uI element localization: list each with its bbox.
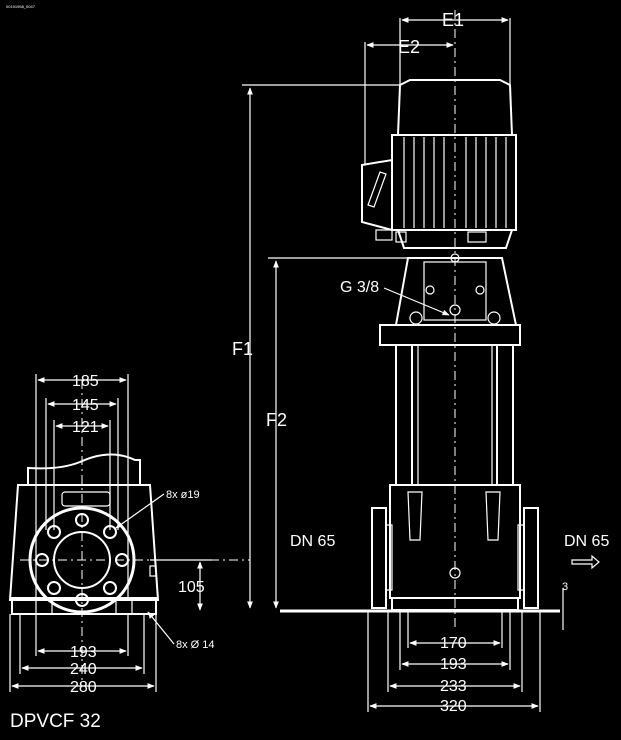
label-port-in: DN 65	[290, 533, 335, 550]
dim-flange-121: 121	[72, 419, 99, 436]
dim-base-170: 170	[440, 635, 467, 652]
label-vent: G 3/8	[340, 279, 379, 296]
dim-base-320: 320	[440, 698, 467, 715]
column-breakout	[27, 453, 141, 486]
label-floor-gap: 3	[562, 581, 568, 593]
top-flange	[379, 324, 521, 346]
drain-plug	[449, 567, 461, 579]
top-view-body	[8, 484, 160, 601]
dim-base-193-top: 193	[70, 644, 97, 661]
motor-body	[391, 134, 517, 231]
motor-fins	[403, 137, 507, 228]
dim-e1: E1	[442, 10, 464, 30]
dim-f1: F1	[232, 339, 253, 359]
flow-arrow-icon	[571, 554, 600, 570]
dim-flange-185: 185	[72, 373, 99, 390]
top-base-plate	[11, 597, 157, 615]
terminal-box-gland	[367, 171, 387, 208]
dim-f2: F2	[266, 410, 287, 430]
dim-base-280-top: 280	[70, 679, 97, 696]
terminal-box	[361, 158, 393, 232]
dim-flange-145: 145	[72, 397, 99, 414]
label-flange-holes: 8x ø19	[166, 489, 200, 501]
tie-rod-left	[395, 344, 413, 486]
dim-base-193: 193	[440, 656, 467, 673]
side-view: E1 E2 F1 F2 G 3/8 DN 65 DN 65 3 170	[232, 10, 609, 715]
terminal-box-foot	[375, 229, 393, 241]
top-port-cap	[61, 491, 111, 507]
inlet-flange	[371, 507, 387, 609]
drawing-title: DPVCF 32	[10, 711, 101, 732]
dim-base-240-top: 240	[70, 661, 97, 678]
dim-base-233: 233	[440, 678, 467, 695]
pump-casing	[389, 484, 521, 599]
dim-height-105: 105	[178, 579, 205, 596]
dim-e2: E2	[398, 37, 420, 57]
outlet-flange	[523, 507, 539, 609]
label-port-out: DN 65	[564, 533, 609, 550]
drawing-id: 00191958_0047	[6, 4, 36, 9]
top-view: 185 145 121 8x ø19 105 8x Ø 14 193 240	[8, 373, 250, 696]
label-anchor-holes: 8x Ø 14	[176, 639, 215, 651]
tie-rod-right	[496, 344, 514, 486]
